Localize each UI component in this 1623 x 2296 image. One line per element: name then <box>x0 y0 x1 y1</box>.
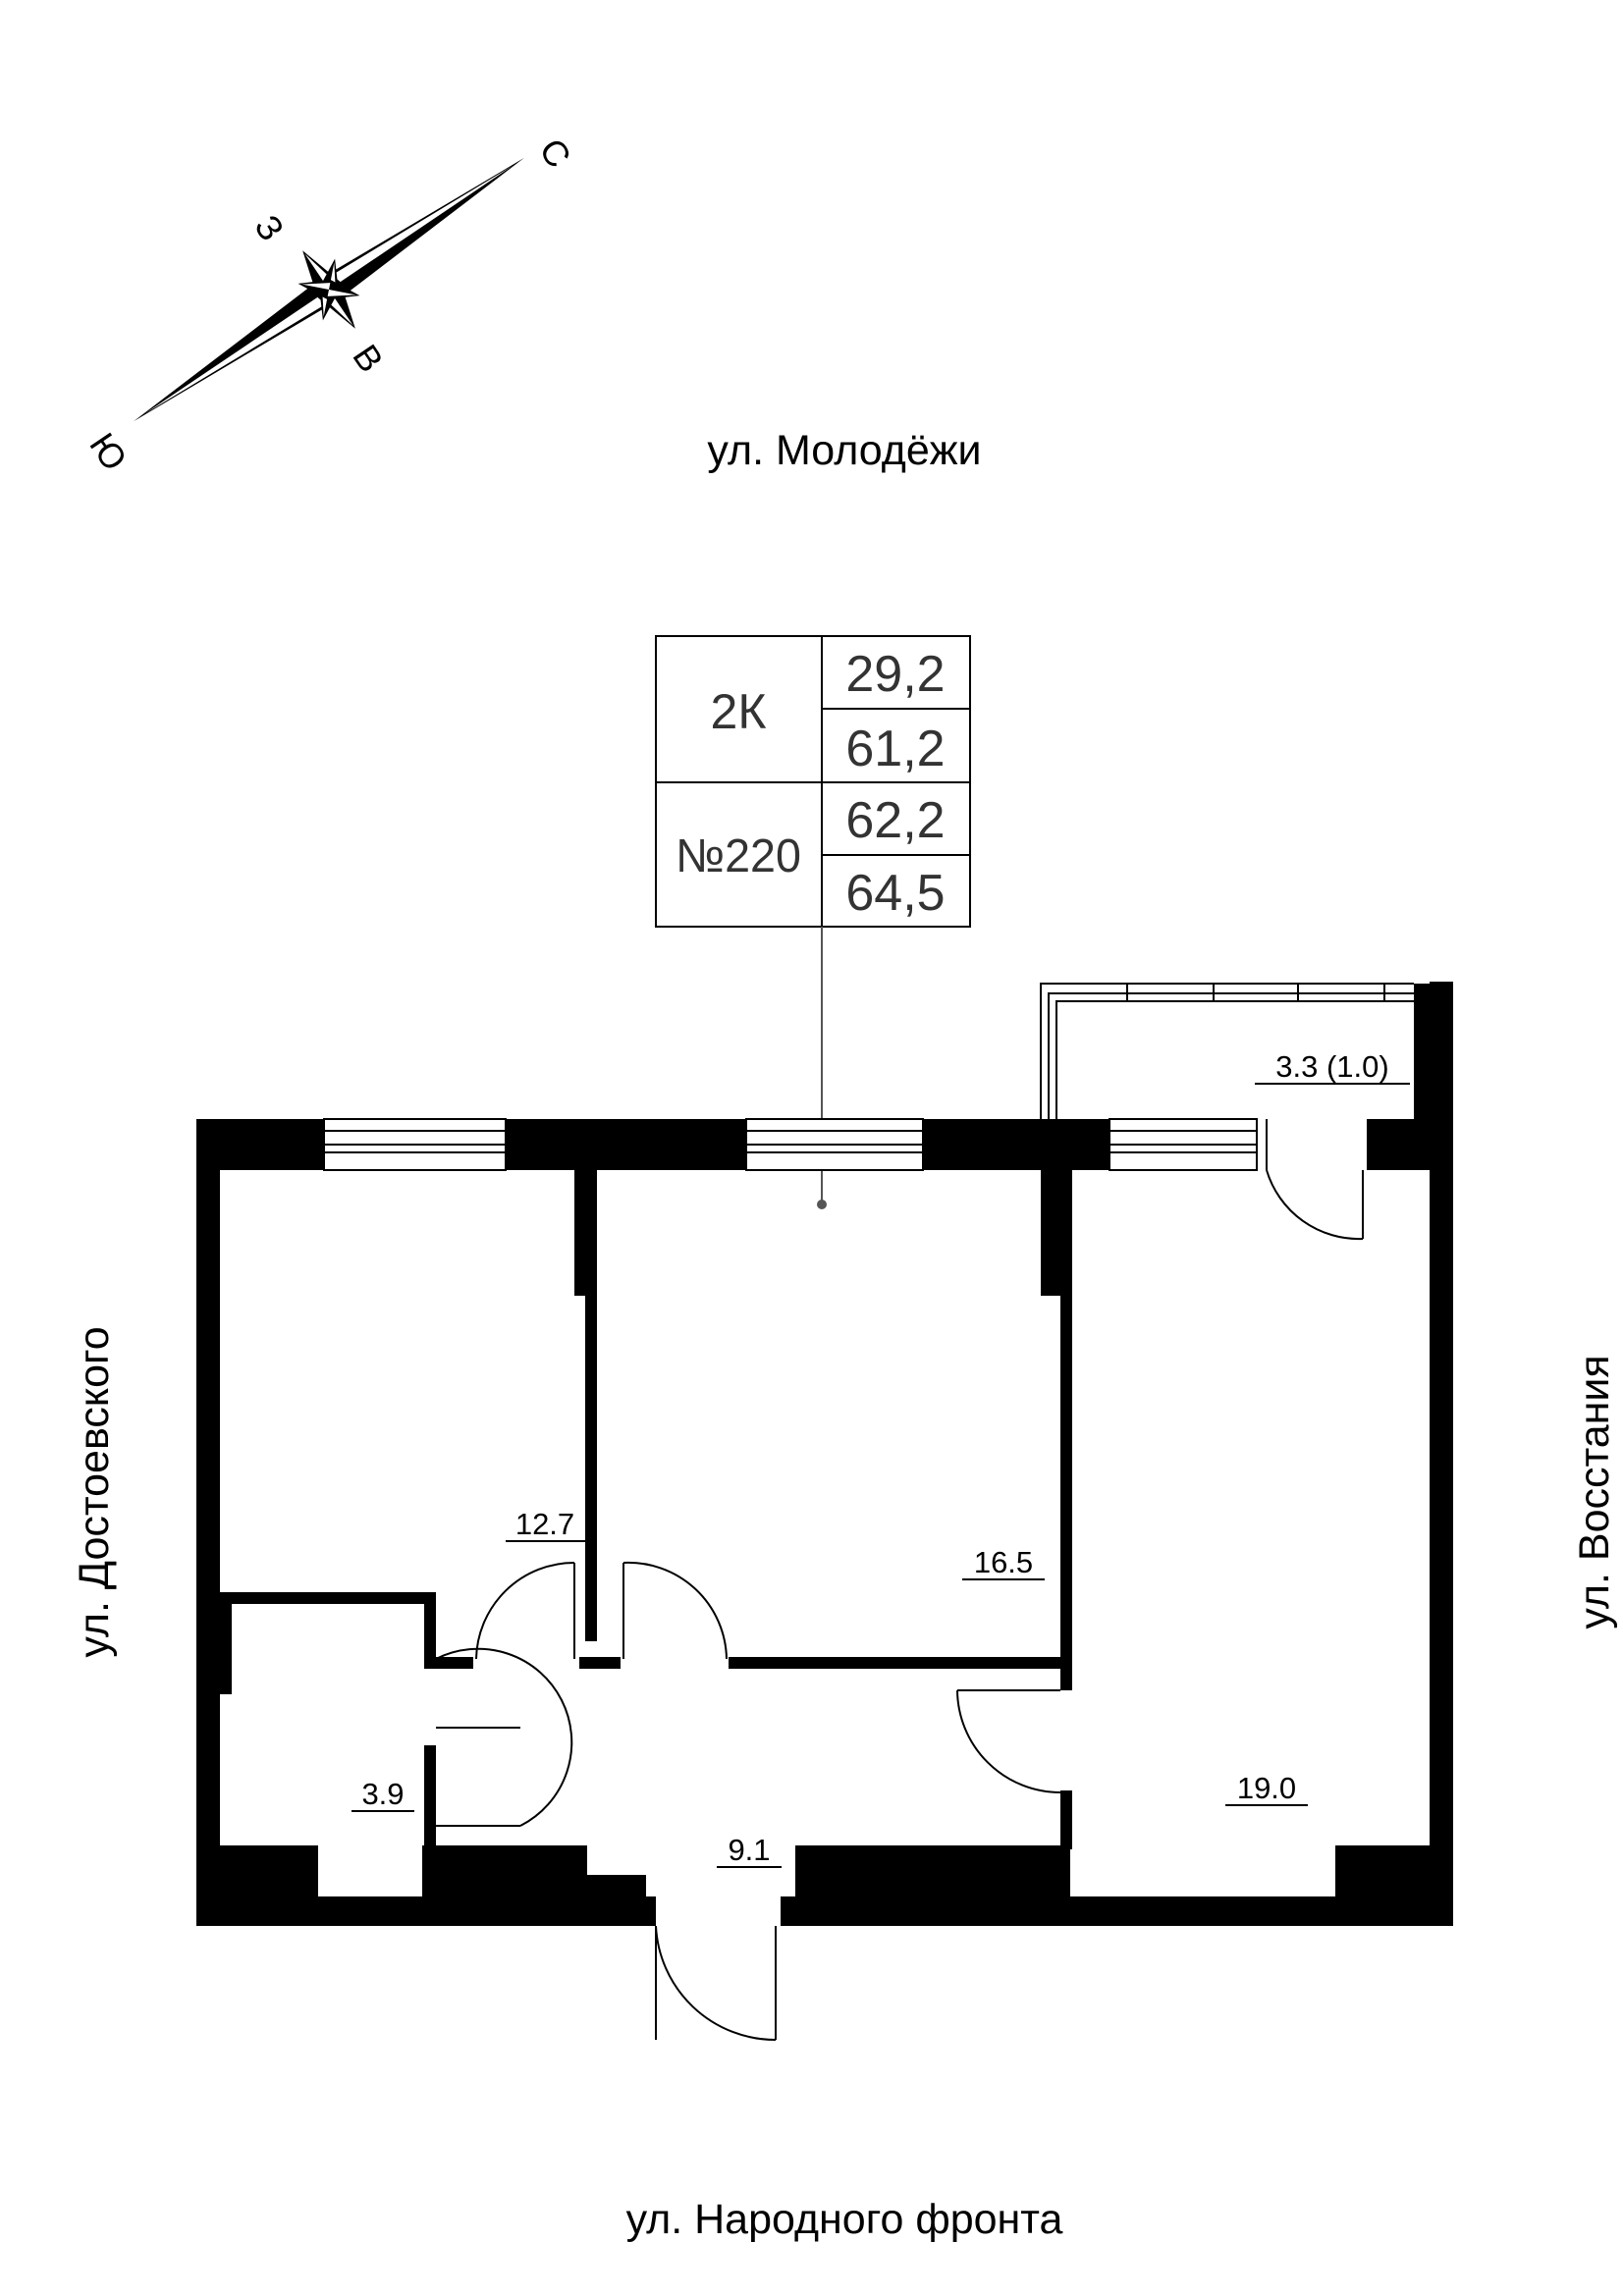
area-hall: 9.1 <box>728 1833 770 1867</box>
street-bottom-label: ул. Народного фронта <box>626 2196 1063 2243</box>
compass-star-icon <box>134 157 524 422</box>
window-left <box>323 1118 507 1171</box>
apartment-number-label: №220 <box>676 830 801 882</box>
bathroom-door <box>435 1647 573 1827</box>
room-right-door <box>956 1689 1061 1793</box>
rooms-count-label: 2К <box>711 684 767 739</box>
street-right-label: ул. Восстания <box>1571 1355 1618 1629</box>
compass-north-label: С <box>531 132 579 175</box>
bedroom-left-door <box>475 1562 575 1660</box>
room-labels: 12.7 16.5 19.0 3.9 9.1 3.3 (1.0) <box>352 1049 1410 1868</box>
compass-west-label: З <box>246 208 292 248</box>
room-middle-door <box>622 1561 728 1660</box>
info-value-2: 61,2 <box>845 721 945 777</box>
apartment-info-box: 2К №220 29,2 61,2 62,2 64,5 <box>655 635 971 1209</box>
area-balcony: 3.3 (1.0) <box>1275 1049 1388 1084</box>
compass-south-label: Ю <box>81 426 135 478</box>
info-value-1: 29,2 <box>845 646 945 703</box>
info-value-4: 64,5 <box>845 865 945 922</box>
area-bathroom: 3.9 <box>361 1777 404 1811</box>
balcony <box>1040 983 1453 1126</box>
window-right <box>1109 1118 1258 1171</box>
walls <box>196 982 1453 1926</box>
balcony-door <box>1266 1119 1364 1241</box>
compass-rose: С З В Ю <box>81 132 579 478</box>
street-left-label: ул. Достоевского <box>71 1326 118 1657</box>
windows <box>323 1118 1258 1171</box>
area-bedroom-left: 12.7 <box>515 1507 574 1541</box>
leader-dot <box>817 1200 827 1209</box>
street-top-label: ул. Молодёжи <box>707 427 981 474</box>
window-middle <box>745 1118 924 1171</box>
area-room-middle: 16.5 <box>974 1545 1033 1579</box>
area-room-right: 19.0 <box>1237 1771 1296 1805</box>
compass-east-label: В <box>345 338 391 380</box>
doors <box>435 1119 1364 2042</box>
entrance-door <box>655 1925 777 2042</box>
info-value-3: 62,2 <box>845 792 945 849</box>
